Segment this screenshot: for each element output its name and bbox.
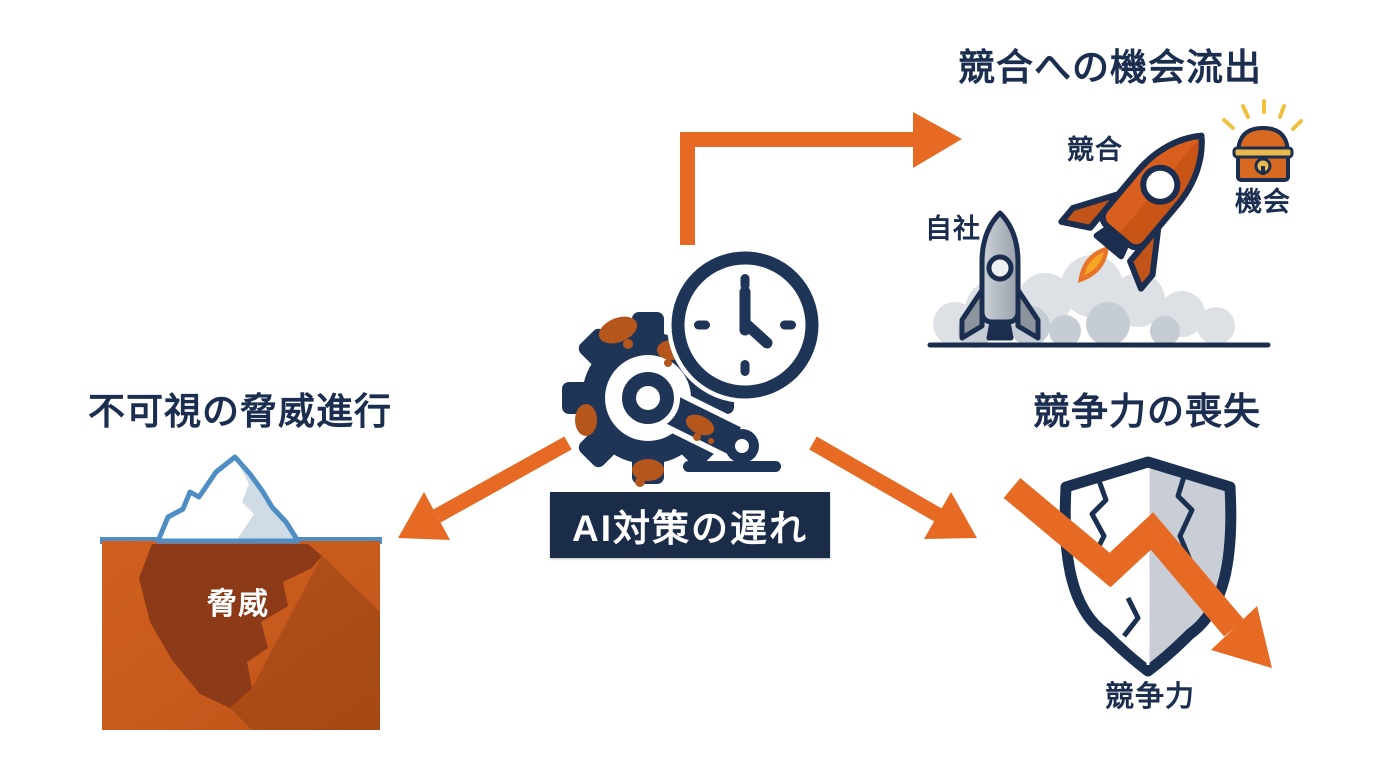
center-cause-label: AI対策の遅れ [550, 492, 830, 558]
treasure-chest-icon [1222, 99, 1303, 182]
rusty-gear-clock-icon [562, 247, 823, 487]
iceberg-icon [100, 454, 382, 730]
arrow-to-bottom-left [398, 436, 572, 540]
sparkle-rays [1222, 99, 1303, 131]
clock-shape [667, 247, 823, 403]
arrow-to-bottom-right [809, 436, 977, 539]
lever-arm-shape [616, 366, 781, 472]
heading-top-right: 競合への機会流出 [958, 47, 1262, 88]
label-opportunity: 機会 [1235, 187, 1291, 217]
rocket-orange-icon [1058, 132, 1205, 292]
launch-scene [927, 99, 1303, 348]
underwater-iceberg-shape [139, 544, 322, 708]
label-threat: 脅威 [207, 588, 269, 621]
heading-bottom-left: 不可視の脅威進行 [88, 391, 392, 432]
label-competitor: 競合 [1067, 135, 1123, 165]
label-own-company: 自社 [925, 214, 981, 244]
label-competitiveness: 競争力 [1104, 681, 1195, 713]
declining-arrow-icon [1003, 478, 1272, 668]
rocket-gray-icon [959, 210, 1041, 341]
arrow-to-top-right [680, 112, 962, 245]
heading-bottom-right: 競争力の喪失 [1033, 391, 1261, 432]
